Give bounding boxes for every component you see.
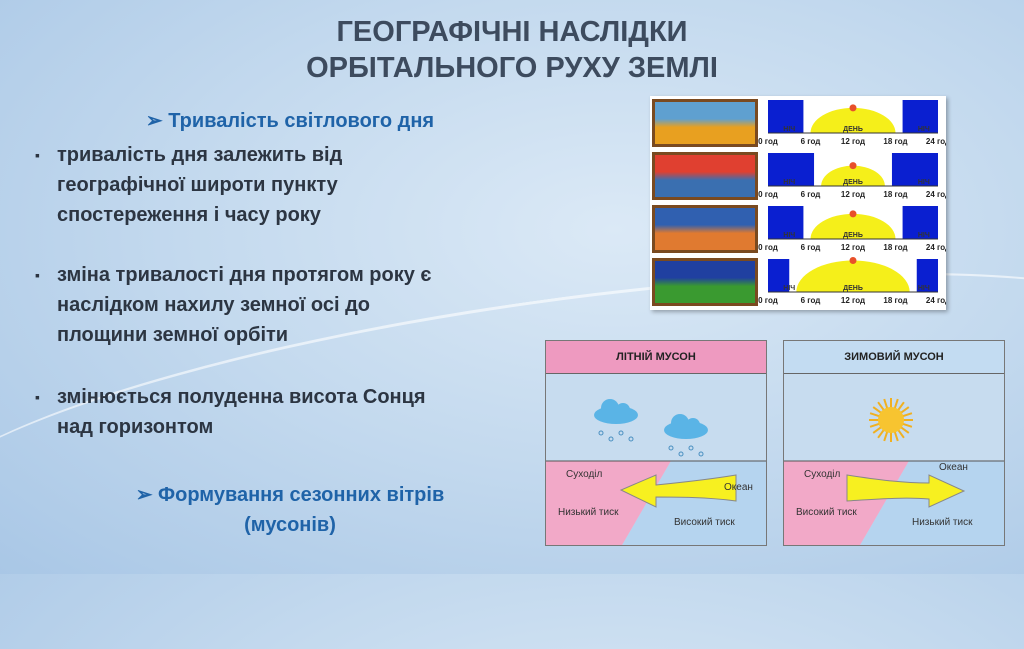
day-label: ДЕНЬ	[843, 179, 863, 186]
tick-label: 0 год	[758, 190, 778, 199]
night-bar	[768, 259, 790, 292]
sun-icon	[869, 398, 913, 442]
ocean-pressure-label: Високий тиск	[674, 517, 735, 528]
sun-marker	[849, 257, 857, 264]
tick-label: 18 год	[883, 296, 907, 305]
monsoon-title: ЛІТНІЙ МУСОН	[546, 341, 766, 374]
monsoon-scene	[784, 398, 1004, 545]
land-label: Суходіл	[804, 469, 841, 480]
day-night-chart: НІЧ НІЧ ДЕНЬ 0 год 6 год 12 год 18 год 24 год	[758, 206, 946, 252]
tick-label: 12 год	[841, 243, 865, 252]
sun-marker	[849, 210, 857, 218]
day-night-chart: НІЧ НІЧ ДЕНЬ 0 год 6 год 12 год 18 год 24 год	[758, 257, 946, 305]
night-bar	[902, 206, 938, 239]
night-label: НІЧ	[918, 285, 930, 292]
day-row: НІЧ НІЧ ДЕНЬ 0 год 6 год 12 год 18 год 24 год	[650, 150, 946, 202]
night-label: НІЧ	[918, 179, 930, 186]
section-heading-daylight: ➢ Тривалість світлового дня	[145, 110, 435, 132]
day-label: ДЕНЬ	[843, 232, 863, 239]
sun-marker	[849, 162, 857, 170]
bullet-item: зміна тривалості дня протягом року єнасл…	[35, 260, 555, 350]
rain-cloud-icon	[594, 399, 638, 442]
monsoon-title: ЗИМОВИЙ МУСОН	[784, 341, 1004, 374]
ocean-label: Океан	[724, 482, 753, 493]
wind-arrow	[846, 474, 966, 508]
tick-label: 18 год	[883, 243, 907, 252]
title-line: ОРБІТАЛЬНОГО РУХУ ЗЕМЛІ	[306, 52, 718, 84]
night-label: НІЧ	[783, 285, 795, 292]
tick-label: 12 год	[841, 190, 865, 199]
sun-marker	[849, 104, 857, 112]
window-season-picture	[652, 258, 758, 306]
day-row: НІЧ НІЧ ДЕНЬ 0 год 6 год 12 год 18 год 24 год	[650, 97, 946, 149]
land-pressure-label: Низький тиск	[558, 507, 619, 518]
day-row: НІЧ НІЧ ДЕНЬ 0 год 6 год 12 год 18 год 24 год	[650, 256, 946, 308]
tick-label: 0 год	[758, 137, 778, 146]
tick-label: 6 год	[801, 243, 821, 252]
window-season-picture	[652, 99, 758, 147]
tick-label: 18 год	[883, 137, 907, 146]
ocean-pressure-label: Низький тиск	[912, 517, 973, 528]
night-label: НІЧ	[783, 179, 795, 186]
tick-label: 18 год	[883, 190, 907, 199]
monsoon-scene	[546, 399, 766, 545]
section-heading-monsoons: ➢ Формування сезонних вітрів(мусонів)	[135, 484, 445, 536]
day-arc	[810, 107, 896, 133]
tick-label: 12 год	[841, 296, 865, 305]
day-night-chart: НІЧ НІЧ ДЕНЬ 0 год 6 год 12 год 18 год 24 год	[758, 100, 946, 146]
night-label: НІЧ	[783, 232, 795, 239]
tick-label: 24 год	[926, 137, 946, 146]
tick-label: 24 год	[926, 296, 946, 305]
night-bar	[902, 100, 938, 133]
tick-label: 6 год	[801, 137, 821, 146]
day-arc	[796, 260, 910, 292]
night-bar	[891, 153, 938, 186]
day-night-chart: НІЧ НІЧ ДЕНЬ 0 год 6 год 12 год 18 год 24 год	[758, 153, 946, 199]
day-arc	[810, 213, 896, 239]
tick-label: 24 год	[926, 190, 946, 199]
night-label: НІЧ	[918, 232, 930, 239]
title-line: ГЕОГРАФІЧНІ НАСЛІДКИ	[336, 16, 688, 48]
night-bar	[768, 153, 815, 186]
window-season-picture	[652, 152, 758, 200]
day-label: ДЕНЬ	[843, 285, 863, 292]
tick-label: 12 год	[841, 137, 865, 146]
ocean-label: Океан	[939, 462, 968, 473]
page-title: ГЕОГРАФІЧНІ НАСЛІДКИ ОРБІТАЛЬНОГО РУХУ З…	[0, 14, 1024, 86]
land-label: Суходіл	[566, 469, 603, 480]
tick-label: 0 год	[758, 243, 778, 252]
day-label: ДЕНЬ	[843, 126, 863, 133]
tick-label: 0 год	[758, 296, 778, 305]
night-label: НІЧ	[783, 126, 795, 133]
tick-label: 6 год	[801, 296, 821, 305]
night-bar	[916, 259, 938, 292]
night-label: НІЧ	[918, 126, 930, 133]
day-row: НІЧ НІЧ ДЕНЬ 0 год 6 год 12 год 18 год 24 год	[650, 203, 946, 255]
tick-label: 24 год	[926, 243, 946, 252]
window-season-picture	[652, 205, 758, 253]
bullet-item: тривалість дня залежить відгеографічної …	[35, 140, 555, 230]
night-bar	[768, 100, 804, 133]
wind-arrow	[619, 474, 737, 508]
day-arc	[821, 165, 885, 186]
night-bar	[768, 206, 804, 239]
tick-label: 6 год	[801, 190, 821, 199]
land-pressure-label: Високий тиск	[796, 507, 857, 518]
rain-cloud-icon	[664, 414, 708, 457]
